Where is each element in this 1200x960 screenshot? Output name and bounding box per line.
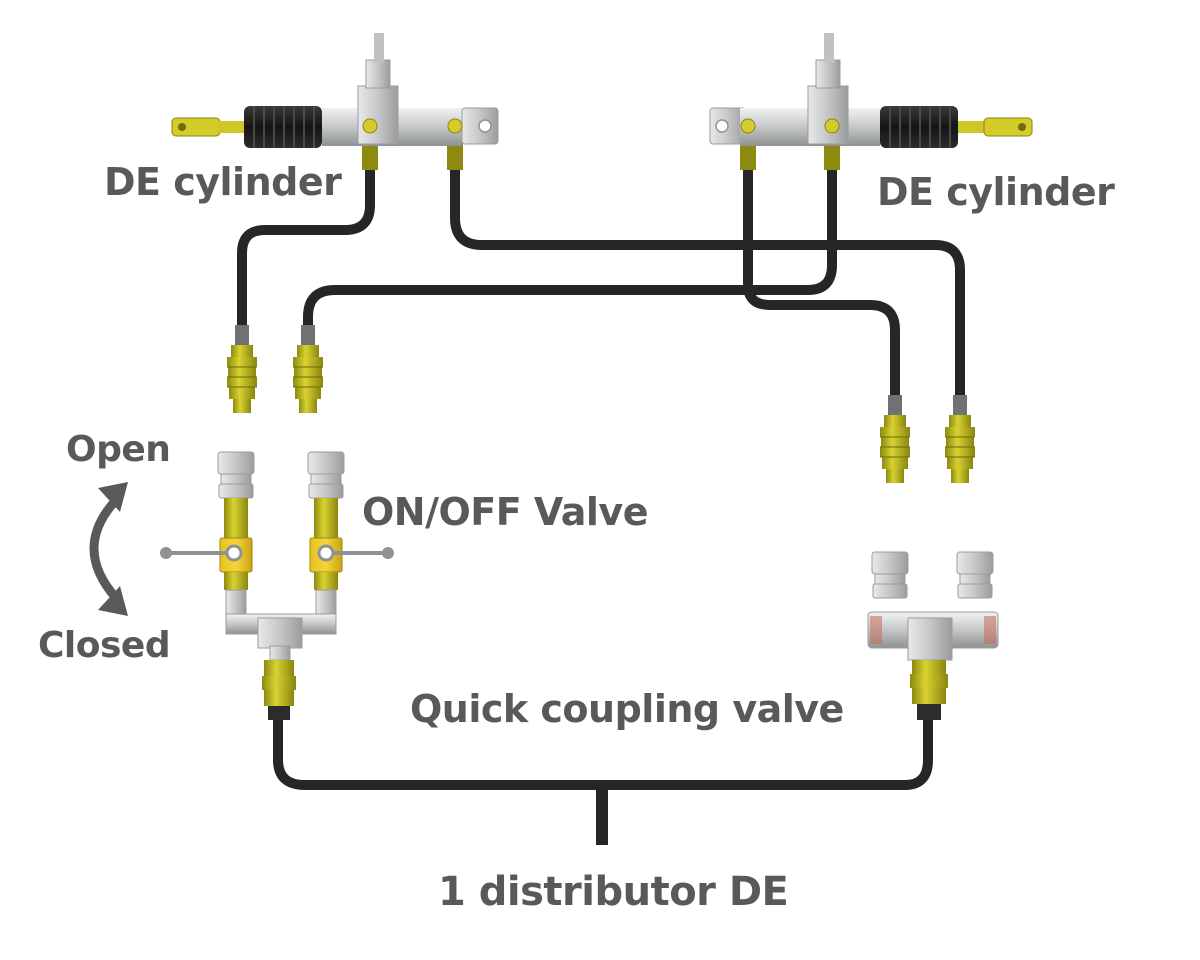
label-on-off-valve: ON/OFF Valve — [362, 490, 648, 534]
valve-socket-right — [307, 451, 345, 499]
quick-coupler-plug-3 — [879, 394, 911, 484]
label-quick-coupling-valve: Quick coupling valve — [410, 687, 844, 731]
label-de-cylinder-left: DE cylinder — [104, 160, 342, 204]
quick-coupler-plug-4 — [944, 394, 976, 484]
hose-left-a — [237, 165, 375, 330]
on-off-valve-assembly — [160, 451, 394, 720]
label-de-cylinder-right: DE cylinder — [877, 170, 1115, 214]
de-cylinder-right — [709, 33, 1033, 148]
coupling-socket-right — [956, 551, 994, 599]
curved-double-arrow-icon — [89, 482, 128, 616]
valve-socket-left — [217, 451, 255, 499]
quick-coupling-valve-assembly — [867, 551, 999, 720]
quick-coupler-plug-1 — [226, 324, 258, 414]
label-open: Open — [66, 429, 171, 470]
hose-left-b — [450, 165, 965, 400]
quick-coupler-plug-2 — [292, 324, 324, 414]
de-cylinder-left — [171, 33, 499, 148]
hydraulic-hoses — [237, 165, 965, 845]
label-distributor: 1 distributor DE — [438, 869, 789, 915]
hose-crimps — [362, 140, 840, 170]
label-closed: Closed — [38, 625, 171, 666]
hose-right-b — [303, 165, 837, 330]
coupling-socket-left — [871, 551, 909, 599]
